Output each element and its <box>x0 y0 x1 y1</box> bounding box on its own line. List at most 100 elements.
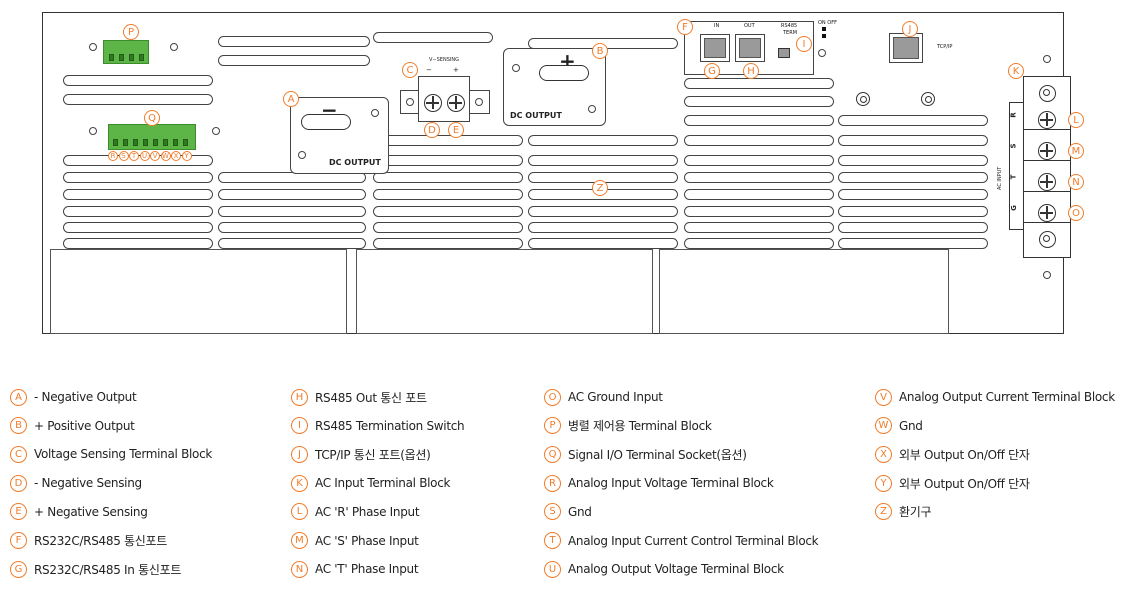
mount-hole <box>371 109 379 117</box>
callout-g: G <box>704 63 720 79</box>
vent-slot <box>373 155 523 166</box>
legend-letter-badge: U <box>544 560 561 578</box>
sense-plus-screw <box>447 94 465 112</box>
legend-letter-badge: G <box>10 560 27 578</box>
vent-slot <box>218 55 370 66</box>
ac-input-vertical-label: AC INPUT <box>997 166 1003 190</box>
comm-port-module: IN OUT RS485 TERM <box>684 21 814 75</box>
vent-slot <box>63 94 213 105</box>
callout-p: P <box>123 24 139 40</box>
mount-hole <box>212 127 220 135</box>
vent-slot <box>838 206 988 217</box>
legend-item-d: D- Negative Sensing <box>10 474 142 492</box>
vent-slot <box>838 155 988 166</box>
callout-z: Z <box>592 180 608 196</box>
legend-item-a: A- Negative Output <box>10 388 137 406</box>
callout-j: J <box>902 21 918 37</box>
legend-letter-badge: B <box>10 417 27 435</box>
vent-slot <box>838 222 988 233</box>
negative-output-plate: − DC OUTPUT <box>290 97 389 174</box>
legend-text: 외부 Output On/Off 단자 <box>899 476 1030 491</box>
legend-text: + Negative Sensing <box>34 504 148 519</box>
signal-pin-callout-x: X <box>171 151 181 161</box>
callout-q: Q <box>144 110 160 126</box>
mount-hole <box>89 127 97 135</box>
vent-slot <box>684 238 834 249</box>
ac-phase-label-s: S <box>1009 143 1018 149</box>
callout-n: N <box>1068 174 1084 190</box>
vent-slot <box>838 189 988 200</box>
vent-slot <box>63 238 213 249</box>
term-label: TERM <box>783 30 798 36</box>
on-off-label: ON OFF <box>818 20 837 26</box>
vent-slot <box>218 189 366 200</box>
legend-letter-badge: S <box>544 503 561 521</box>
vent-slot <box>63 189 213 200</box>
legend-letter-badge: W <box>875 417 892 435</box>
callout-c: C <box>402 62 418 78</box>
legend-letter-badge: K <box>291 474 308 492</box>
vent-slot <box>373 32 493 43</box>
legend-letter-badge: Z <box>875 503 892 521</box>
signal-pin-callout-s: S <box>118 151 129 161</box>
legend-item-u: U Analog Output Voltage Terminal Block <box>544 560 784 578</box>
rs485-label: RS485 <box>781 23 798 29</box>
callout-m: M <box>1068 143 1084 159</box>
vent-slot <box>838 135 988 146</box>
mount-hole <box>1043 271 1051 279</box>
legend-text: Analog Input Current Control Terminal Bl… <box>568 533 819 548</box>
vent-slot <box>684 155 834 166</box>
mount-hole <box>170 43 178 51</box>
legend-text: RS485 Out 통신 포트 <box>315 390 427 405</box>
signal-io-terminal-socket <box>108 124 196 150</box>
switch-indicator <box>822 34 826 38</box>
stud <box>856 92 870 106</box>
bottom-module-right <box>659 249 949 334</box>
ac-phase-label-r: R <box>1009 112 1018 118</box>
vent-slot <box>684 172 834 183</box>
ac-input-terminal-block <box>1023 76 1071 258</box>
legend-letter-badge: H <box>291 388 308 406</box>
legend-letter-badge: R <box>544 474 561 492</box>
busbar-opening <box>539 65 589 81</box>
mount-hole <box>298 151 306 159</box>
ac-terminal-screw <box>1038 142 1056 160</box>
terminal-nut <box>1039 85 1056 102</box>
vent-slot <box>684 135 834 146</box>
vent-slot <box>63 222 213 233</box>
v-sensing-terminal-block <box>418 76 470 122</box>
signal-pin-callout-t: T <box>129 151 139 161</box>
vent-slot <box>684 222 834 233</box>
port-in-label: IN <box>714 23 720 29</box>
v-sensing-minus: − <box>426 66 432 74</box>
legend-text: Gnd <box>899 418 923 433</box>
legend-item-h: H RS485 Out 통신 포트 <box>291 388 427 406</box>
vent-slot <box>528 238 678 249</box>
callout-k: K <box>1008 63 1024 79</box>
legend-text: RS232C/RS485 통신포트 <box>34 534 168 548</box>
legend-letter-badge: D <box>10 474 27 492</box>
legend-text: RS485 Termination Switch <box>315 418 465 433</box>
callout-b: B <box>592 43 608 59</box>
legend-letter-badge: V <box>875 388 892 406</box>
legend-text: Analog Output Voltage Terminal Block <box>568 562 784 577</box>
ac-terminal-screw <box>1038 173 1056 191</box>
mount-hole <box>818 49 826 57</box>
callout-a: A <box>283 91 299 107</box>
legend-letter-badge: C <box>10 445 27 463</box>
ac-row-divider <box>1023 160 1071 161</box>
vent-slot <box>373 238 523 249</box>
legend-letter-badge: T <box>544 532 561 549</box>
